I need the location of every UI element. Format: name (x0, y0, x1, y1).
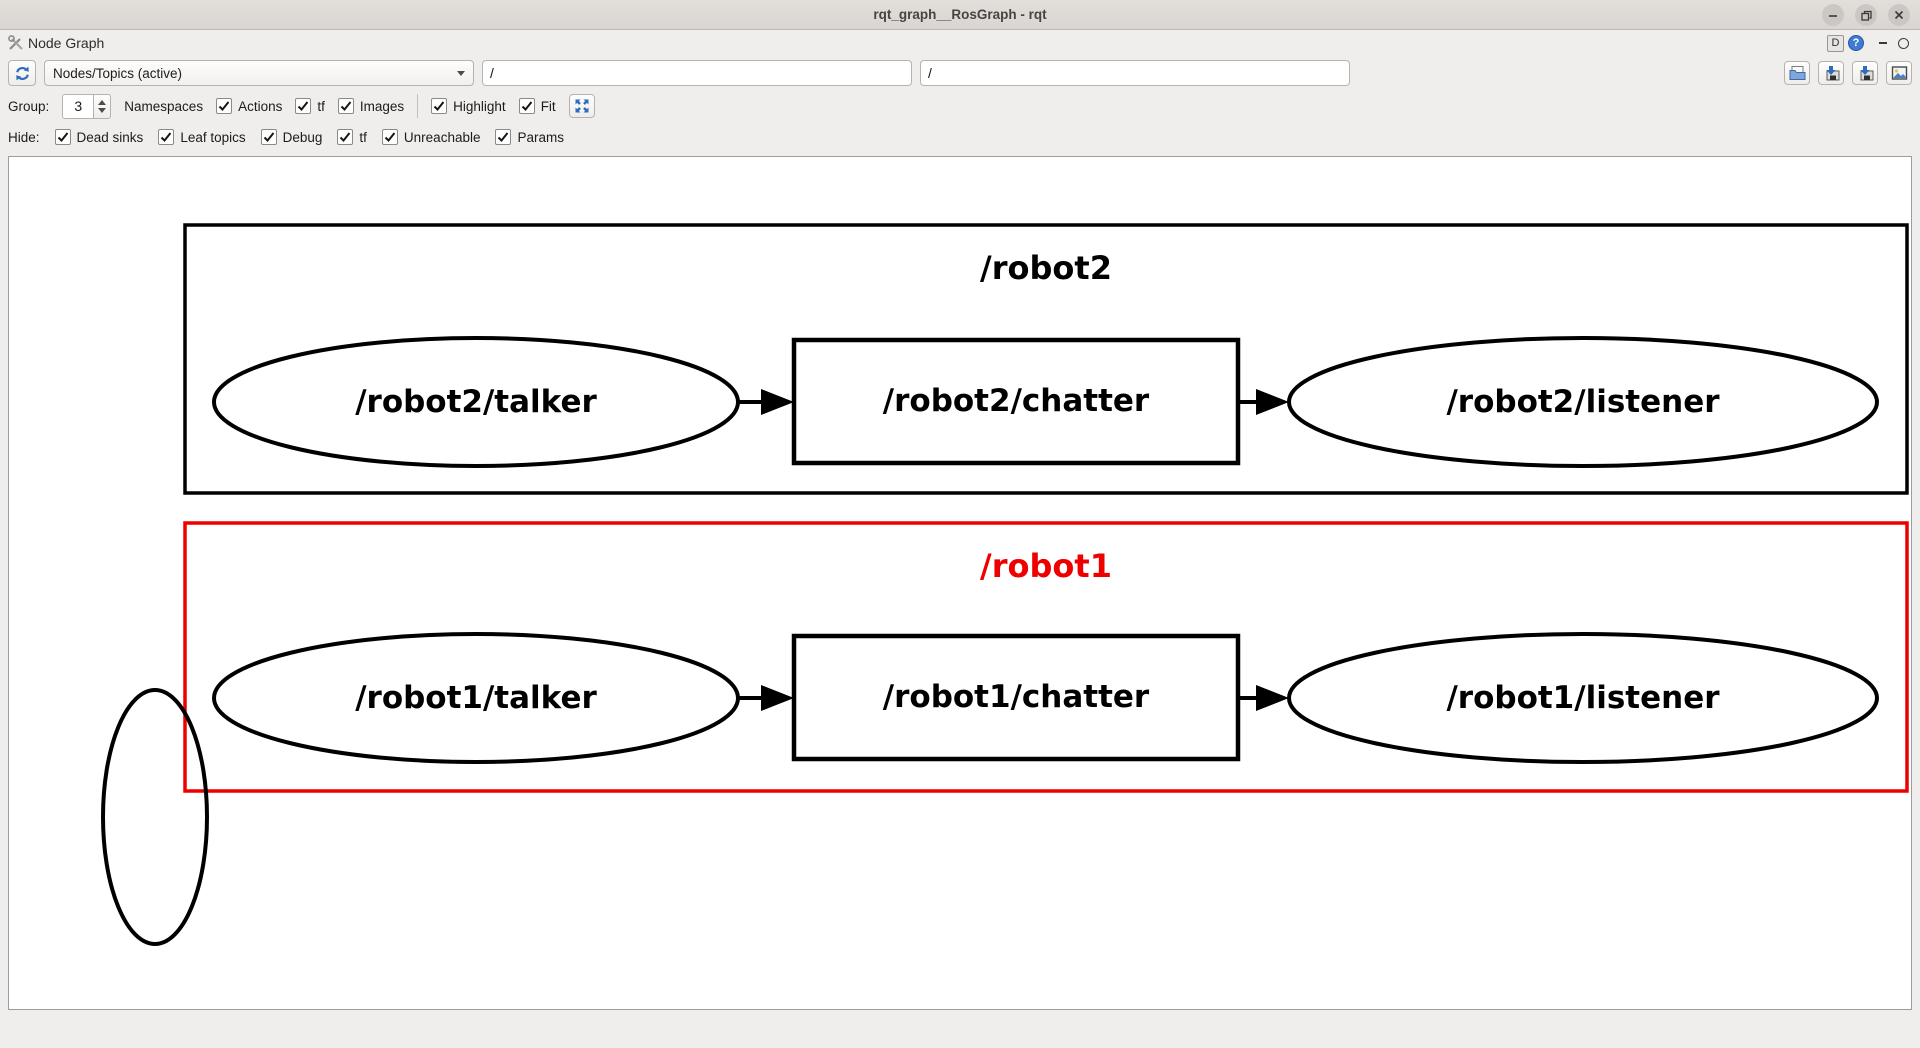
node-robot1-chatter[interactable]: /robot1/chatter (791, 633, 1241, 762)
checkbox-checked-icon (518, 98, 535, 114)
tools-icon (8, 35, 23, 50)
close-window-icon[interactable] (1888, 4, 1910, 26)
chevron-down-icon (457, 70, 465, 76)
save-svg-button[interactable] (1852, 61, 1878, 85)
node-robot2-chatter[interactable]: /robot2/chatter (791, 337, 1241, 466)
node-robot1-listener[interactable]: /robot1/listener (1287, 632, 1879, 764)
group-options-row: Group: 3 Namespaces Actions tf Images Hi… (0, 90, 1920, 122)
edge-arrow (738, 389, 794, 415)
checkbox-fit[interactable]: Fit (518, 98, 556, 114)
edge-arrow (738, 685, 794, 711)
checkbox-checked-icon (431, 98, 448, 114)
minimize-window-icon[interactable] (1822, 4, 1844, 26)
hide-label: Hide: (8, 129, 40, 145)
checkbox-checked-icon (337, 98, 354, 114)
topic-filter-input[interactable] (920, 60, 1350, 86)
refresh-icon (15, 66, 29, 80)
checkbox-debug[interactable]: Debug (260, 129, 322, 145)
node-robot2-talker[interactable]: /robot2/talker (212, 336, 740, 468)
help-icon[interactable]: ? (1848, 35, 1864, 51)
checkbox-checked-icon (295, 98, 312, 114)
hide-options-row: Hide: Dead sinks Leaf topics Debug tf Un… (0, 122, 1920, 152)
checkbox-leaf-topics[interactable]: Leaf topics (158, 129, 246, 145)
graph-type-select[interactable]: Nodes/Topics (active) (44, 60, 474, 86)
node-robot1-talker[interactable]: /robot1/talker (212, 632, 740, 764)
namespaces-label: Namespaces (124, 98, 204, 114)
dock-minimize-icon[interactable] (1874, 35, 1891, 52)
group-label: Group: (8, 98, 50, 114)
restore-window-icon[interactable] (1855, 4, 1877, 26)
node-label: /robot2/listener (1446, 384, 1720, 420)
checkbox-checked-icon (54, 129, 71, 145)
checkbox-unreachable[interactable]: Unreachable (381, 129, 480, 145)
checkbox-params[interactable]: Params (495, 129, 564, 145)
group-spinbox-value: 3 (62, 93, 95, 119)
edge-arrow (1238, 685, 1289, 711)
spin-down-icon[interactable] (98, 107, 107, 113)
file-buttons (1784, 61, 1912, 85)
checkbox-highlight[interactable]: Highlight (431, 98, 506, 114)
node-label: /robot1/chatter (883, 679, 1150, 715)
dock-header: Node Graph D ? (0, 30, 1920, 56)
graph-canvas[interactable]: /robot2 /robot2/talker /robot2/chatter /… (8, 156, 1912, 1010)
group-spinbox[interactable]: 3 (62, 93, 112, 119)
dock-float-icon[interactable] (1895, 35, 1912, 52)
checkbox-tf-hide[interactable]: tf (337, 129, 367, 145)
cluster-robot2-border (183, 223, 1909, 495)
node-label: /robot1/talker (355, 680, 597, 716)
checkbox-checked-icon (260, 129, 277, 145)
window-titlebar: rqt_graph__RosGraph - rqt (0, 0, 1920, 30)
checkbox-checked-icon (337, 129, 354, 145)
graph-toolbar: Nodes/Topics (active) (0, 56, 1920, 90)
open-file-icon (1789, 66, 1805, 80)
vertical-separator (417, 94, 419, 118)
save-image-button[interactable] (1886, 61, 1912, 85)
window-controls (1822, 4, 1910, 26)
group-spinbox-arrows[interactable] (94, 93, 112, 119)
graph-type-value: Nodes/Topics (active) (53, 65, 183, 81)
spin-up-icon[interactable] (98, 99, 107, 105)
cluster-robot2[interactable]: /robot2 /robot2/talker /robot2/chatter /… (183, 223, 1909, 495)
save-dot-icon (1826, 66, 1839, 81)
refresh-button[interactable] (8, 60, 36, 86)
node-filter-input[interactable] (482, 60, 912, 86)
checkbox-checked-icon (495, 129, 512, 145)
load-dot-button[interactable] (1784, 61, 1810, 85)
image-icon (1891, 66, 1907, 80)
checkbox-images[interactable]: Images (337, 98, 404, 114)
dock-detach-button[interactable]: D (1827, 34, 1844, 52)
checkbox-dead-sinks[interactable]: Dead sinks (54, 129, 143, 145)
node-robot2-listener[interactable]: /robot2/listener (1287, 336, 1879, 468)
checkbox-actions[interactable]: Actions (216, 98, 282, 114)
checkbox-checked-icon (381, 129, 398, 145)
checkbox-checked-icon (216, 98, 233, 114)
cluster-robot2-title: /robot2 (980, 249, 1112, 287)
node-unlabeled[interactable] (101, 688, 209, 946)
save-svg-icon (1860, 66, 1873, 81)
checkbox-checked-icon (158, 129, 175, 145)
cluster-robot1[interactable]: /robot1 /robot1/talker /robot1/chatter /… (183, 521, 1909, 793)
edge-arrow (1238, 389, 1289, 415)
node-label: /robot2/talker (355, 384, 597, 420)
fit-in-view-icon (575, 99, 589, 113)
checkbox-tf-group[interactable]: tf (295, 98, 325, 114)
save-dot-button[interactable] (1818, 61, 1844, 85)
cluster-robot1-title: /robot1 (980, 547, 1112, 585)
dock-title: Node Graph (28, 35, 105, 51)
cluster-robot1-border (183, 521, 1909, 793)
node-label: /robot2/chatter (883, 383, 1150, 419)
node-label: /robot1/listener (1446, 680, 1720, 716)
window-title: rqt_graph__RosGraph - rqt (873, 7, 1047, 22)
fit-in-view-button[interactable] (568, 94, 595, 118)
